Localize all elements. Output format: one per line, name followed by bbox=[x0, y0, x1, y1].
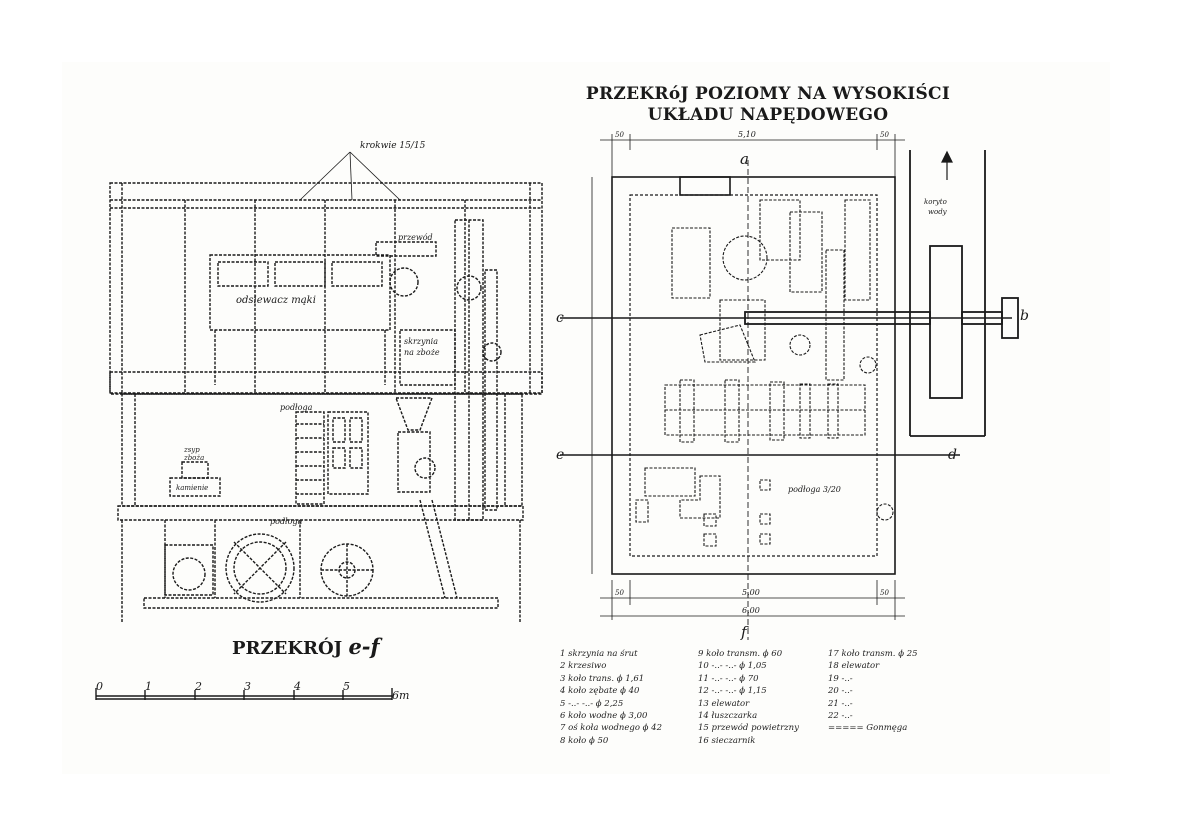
legend-item: 5 -..- -..- ϕ 2,25 bbox=[560, 698, 624, 709]
plan-title: PRZEKRóJ POZIOMY NA WYSOKIŚCI UKŁADU NAP… bbox=[585, 84, 951, 125]
label-podloga-upper: podłoga bbox=[280, 403, 313, 412]
scale-tick-0: 0 bbox=[96, 680, 103, 693]
dim-bottom-left: 50 bbox=[615, 589, 624, 597]
label-zsyp-2: zboża bbox=[183, 454, 204, 462]
label-odsiewacz: odsiewacz mąki bbox=[236, 295, 316, 306]
dim-bottom-right: 50 bbox=[880, 589, 889, 597]
legend-item: ===== Gonmęga bbox=[828, 723, 908, 734]
label-kamienie: kamienie bbox=[176, 484, 208, 492]
legend-item: 18 elewator bbox=[828, 661, 880, 672]
legend-item: 4 koło zębate ϕ 40 bbox=[560, 686, 640, 697]
plan-label-d: d bbox=[948, 447, 957, 463]
legend-item: 19 -..- bbox=[828, 673, 853, 684]
legend-col-2: 9 koło transm. ϕ 60 10 -..- -..- ϕ 1,05 … bbox=[698, 648, 799, 747]
legend-item: 13 elewator bbox=[698, 698, 750, 709]
legend-item: 21 -..- bbox=[828, 698, 853, 709]
legend-item: 11 -..- -..- ϕ 70 bbox=[698, 673, 759, 684]
scale-tick-2: 2 bbox=[194, 680, 202, 693]
legend-item: 8 koło ϕ 50 bbox=[560, 735, 609, 746]
plan-label-podloga: podłoga 3/20 bbox=[788, 485, 841, 494]
scale-tick-1: 1 bbox=[145, 680, 152, 693]
section-title-prefix: PRZEKRÓJ bbox=[232, 638, 343, 659]
label-zsyp-1: zsyp bbox=[183, 446, 200, 454]
dim-top-right: 50 bbox=[880, 131, 889, 139]
legend-item: 2 krzesiwo bbox=[560, 661, 607, 672]
plan-label-f: f bbox=[740, 623, 749, 641]
section-title-letters: e-f bbox=[348, 634, 380, 659]
drawing-sheet bbox=[62, 62, 1110, 774]
legend: 1 skrzynia na śrut 2 krzesiwo 3 koło tra… bbox=[560, 648, 940, 758]
legend-item: 17 koło transm. ϕ 25 bbox=[828, 649, 918, 659]
legend-item: 1 skrzynia na śrut bbox=[560, 649, 638, 659]
legend-item: 22 -..- bbox=[828, 710, 853, 721]
section-title: PRZEKRÓJ e-f bbox=[232, 634, 380, 659]
scale-tick-5: 5 bbox=[343, 680, 350, 693]
label-krokwie: krokwie 15/15 bbox=[360, 141, 426, 151]
plan-label-koryto-2: wody bbox=[928, 208, 948, 216]
legend-col-1: 1 skrzynia na śrut 2 krzesiwo 3 koło tra… bbox=[560, 648, 662, 747]
legend-item: 7 oś koła wodnego ϕ 42 bbox=[560, 723, 662, 734]
label-skrzynia-2: na zboże bbox=[404, 348, 440, 357]
label-przewod: przewód bbox=[398, 233, 433, 242]
legend-item: 9 koło transm. ϕ 60 bbox=[698, 649, 783, 659]
plan-label-b: b bbox=[1020, 308, 1029, 324]
legend-item: 16 sieczarnik bbox=[698, 735, 756, 746]
dim-top-left: 50 bbox=[615, 131, 624, 139]
dim-bottom-total2: 6,00 bbox=[742, 606, 760, 615]
legend-item: 15 przewód powietrzny bbox=[698, 723, 799, 734]
plan-label-e: e bbox=[556, 447, 564, 463]
plan-label-koryto-1: koryto bbox=[924, 198, 947, 206]
scale-tick-3: 3 bbox=[244, 680, 251, 693]
plan-label-c: c bbox=[556, 310, 564, 326]
legend-item: 20 -..- bbox=[828, 686, 853, 697]
label-skrzynia-1: skrzynia bbox=[404, 337, 438, 346]
scale-tick-4: 4 bbox=[293, 680, 301, 693]
legend-item: 12 -..- -..- ϕ 1,15 bbox=[698, 686, 767, 697]
legend-item: 6 koło wodne ϕ 3,00 bbox=[560, 710, 648, 721]
scale-tick-6: 6m bbox=[392, 689, 409, 702]
legend-item: 10 -..- -..- ϕ 1,05 bbox=[698, 661, 767, 672]
plan-label-a: a bbox=[740, 150, 749, 168]
legend-col-3: 17 koło transm. ϕ 25 18 elewator 19 -..-… bbox=[828, 648, 918, 735]
legend-item: 14 łuszczarka bbox=[698, 710, 758, 721]
dim-bottom-total: 5,00 bbox=[742, 588, 760, 597]
legend-item: 3 koło trans. ϕ 1,61 bbox=[560, 673, 645, 684]
dim-top-total: 5,10 bbox=[738, 130, 756, 139]
label-podloga-lower: podłoga bbox=[270, 517, 303, 526]
